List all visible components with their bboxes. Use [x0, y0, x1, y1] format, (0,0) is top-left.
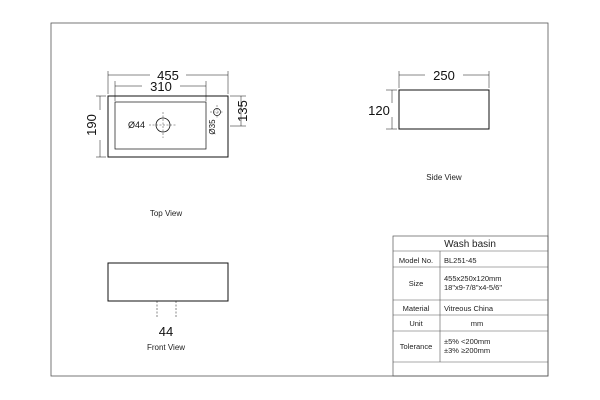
row-value-material: Vitreous China: [444, 304, 494, 313]
row-label-material: Material: [403, 304, 430, 313]
drain-diameter-label: Ø44: [128, 120, 145, 130]
row-value-tolerance-under: ±5% <200mm: [444, 337, 490, 346]
row-label-size: Size: [409, 279, 424, 288]
front-view-caption: Front View: [147, 343, 185, 352]
spec-table-border: [392, 235, 549, 377]
dim-front-drain-width: 44: [159, 324, 173, 339]
spec-table-title: Wash basin: [444, 239, 496, 250]
spec-table: Wash basin Model No. BL251-45 Size 455x2…: [392, 235, 549, 377]
tap-hole-diameter-label: Ø35: [208, 119, 217, 135]
dim-inner-width: 310: [150, 79, 172, 94]
side-view: 250 120 Side View: [368, 68, 490, 182]
side-view-caption: Side View: [426, 173, 462, 182]
row-label-tolerance: Tolerance: [400, 342, 433, 351]
dim-overall-depth: 190: [84, 114, 99, 136]
row-value-size-metric: 455x250x120mm: [444, 274, 502, 283]
row-value-size-imperial: 18"x9-7/8"x4-5/6": [444, 283, 502, 292]
top-view-outline: [107, 95, 229, 158]
row-label-unit: Unit: [409, 319, 423, 328]
row-value-unit: mm: [471, 319, 484, 328]
top-view-caption: Top View: [150, 209, 183, 218]
dim-overall-width: 455: [157, 68, 179, 83]
sheet-border: [50, 22, 549, 377]
row-label-model: Model No.: [399, 256, 433, 265]
dim-side-width: 250: [433, 68, 455, 83]
top-view: 455 310 190 135 Ø44 Ø35 Top View: [84, 68, 250, 218]
dim-inner-depth: 135: [235, 100, 250, 122]
row-value-tolerance-over: ±3% ≥200mm: [444, 346, 490, 355]
top-view-bowl-outline: [114, 101, 207, 150]
row-value-model: BL251-45: [444, 256, 477, 265]
front-view: 44 Front View: [107, 262, 229, 352]
front-view-outline: [107, 262, 229, 302]
side-view-outline: [398, 89, 490, 130]
dim-side-height: 120: [368, 103, 390, 118]
